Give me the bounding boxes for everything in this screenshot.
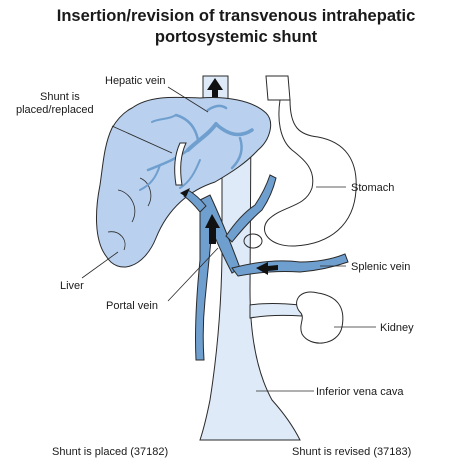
esophagus [266,76,290,100]
label-shunt-line-1: Shunt is [40,91,80,103]
label-kidney: Kidney [380,322,414,334]
footer-shunt-revised: Shunt is revised (37183) [292,446,411,458]
label-hepatic-vein: Hepatic vein [105,75,166,87]
label-portal-vein: Portal vein [106,300,158,312]
label-shunt-line-2: placed/replaced [16,104,94,116]
footer-shunt-placed: Shunt is placed (37182) [52,446,168,458]
label-inferior-vena-cava: Inferior vena cava [316,386,404,398]
label-liver: Liver [60,280,84,292]
kidney [297,292,343,343]
stomach [264,100,356,246]
renal-vein [250,304,302,319]
label-splenic-vein: Splenic vein [351,261,410,273]
label-stomach: Stomach [351,182,394,194]
